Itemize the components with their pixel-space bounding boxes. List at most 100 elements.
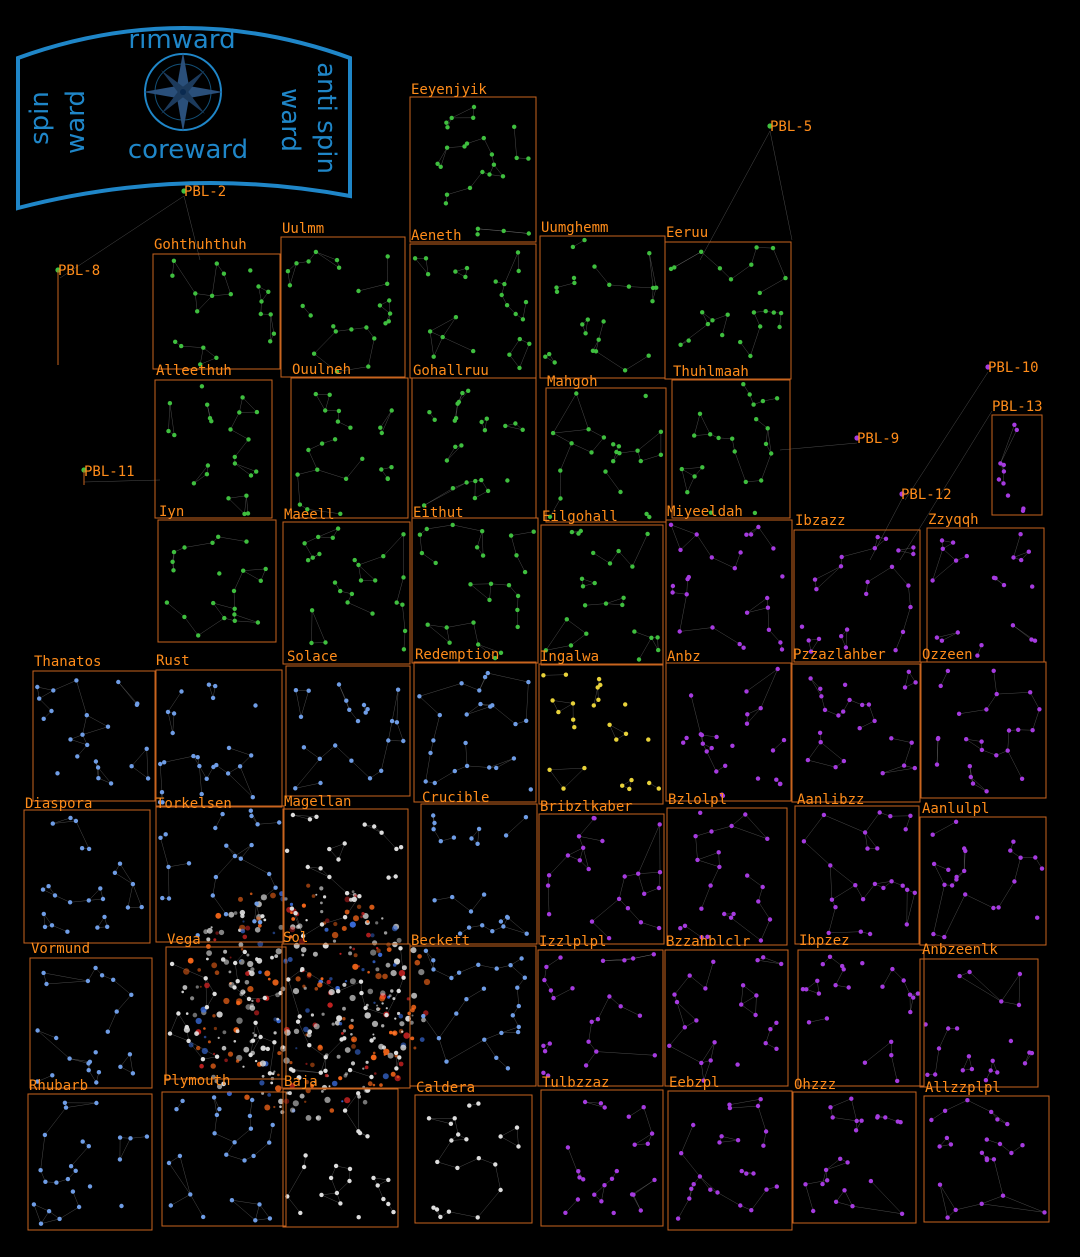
star-system[interactable] [963, 848, 968, 854]
star-system[interactable] [73, 818, 79, 824]
star-system[interactable] [250, 795, 255, 800]
star-system[interactable] [1032, 638, 1038, 643]
star-system[interactable] [489, 152, 495, 157]
star-system[interactable] [744, 1171, 749, 1176]
star-system[interactable] [358, 578, 364, 583]
star-system[interactable] [377, 303, 383, 308]
star-system[interactable] [528, 787, 533, 792]
star-system[interactable] [468, 582, 473, 587]
star-system[interactable] [929, 1117, 934, 1123]
star-system[interactable] [459, 681, 464, 686]
star-system[interactable] [630, 564, 635, 569]
star-system[interactable] [745, 712, 750, 717]
star-system[interactable] [468, 909, 474, 914]
star-system[interactable] [778, 781, 783, 786]
star-system[interactable] [195, 933, 200, 938]
star-system[interactable] [672, 265, 677, 270]
star-system[interactable] [498, 650, 504, 655]
star-system[interactable] [589, 450, 594, 455]
star-system[interactable] [833, 765, 838, 770]
star-system[interactable] [591, 815, 596, 821]
star-system[interactable] [272, 1040, 277, 1045]
star-system[interactable] [209, 293, 215, 298]
star-system[interactable] [197, 763, 202, 769]
star-system[interactable] [423, 948, 429, 953]
star-system[interactable] [1012, 879, 1017, 884]
star-system[interactable] [516, 1144, 521, 1149]
star-system[interactable] [424, 526, 429, 532]
star-system[interactable] [765, 836, 770, 841]
star-system[interactable] [622, 874, 627, 879]
star-system[interactable] [550, 698, 555, 703]
star-system[interactable] [767, 917, 773, 922]
star-system[interactable] [563, 1210, 568, 1216]
star-system[interactable] [463, 740, 468, 746]
star-system[interactable] [460, 390, 465, 396]
star-system[interactable] [65, 929, 70, 934]
star-system[interactable] [224, 843, 229, 848]
star-system[interactable] [158, 761, 163, 767]
star-system[interactable] [547, 1041, 552, 1046]
star-system[interactable] [494, 966, 499, 971]
star-system[interactable] [931, 861, 937, 867]
star-system[interactable] [170, 273, 175, 278]
star-system[interactable] [880, 771, 885, 776]
star-system[interactable] [705, 934, 710, 939]
star-system[interactable] [435, 161, 440, 166]
star-system[interactable] [311, 351, 317, 356]
star-system[interactable] [384, 1012, 389, 1018]
star-system[interactable] [582, 603, 588, 608]
star-system[interactable] [827, 954, 833, 959]
star-system[interactable] [493, 279, 498, 284]
star-system[interactable] [904, 922, 909, 927]
star-system[interactable] [507, 352, 512, 357]
star-system[interactable] [646, 737, 651, 742]
star-system[interactable] [44, 981, 49, 987]
star-system[interactable] [1018, 532, 1023, 537]
star-system[interactable] [569, 441, 574, 446]
star-system[interactable] [821, 812, 827, 818]
star-system[interactable] [134, 702, 140, 707]
star-system[interactable] [451, 835, 457, 840]
star-system[interactable] [877, 810, 882, 815]
star-system[interactable] [250, 1038, 256, 1043]
star-system[interactable] [492, 655, 498, 661]
star-system[interactable] [646, 353, 651, 358]
star-system[interactable] [65, 1176, 71, 1182]
star-system[interactable] [572, 280, 577, 286]
star-system[interactable] [277, 820, 282, 825]
star-system[interactable] [214, 1054, 220, 1059]
star-system[interactable] [652, 1053, 657, 1058]
star-system[interactable] [333, 743, 338, 748]
star-system[interactable] [969, 1066, 975, 1072]
star-system[interactable] [315, 467, 320, 472]
star-system[interactable] [890, 966, 895, 972]
star-system[interactable] [444, 192, 450, 197]
star-system[interactable] [1016, 727, 1021, 732]
star-system[interactable] [245, 511, 251, 516]
star-system[interactable] [836, 713, 841, 718]
star-system[interactable] [501, 228, 506, 234]
star-system[interactable] [769, 451, 774, 456]
star-system[interactable] [440, 334, 445, 340]
star-system[interactable] [954, 1026, 960, 1031]
star-system[interactable] [55, 771, 60, 776]
star-system[interactable] [515, 250, 521, 255]
star-system[interactable] [206, 682, 212, 687]
star-system[interactable] [685, 490, 690, 495]
star-system[interactable] [477, 688, 482, 693]
star-system[interactable] [86, 1144, 92, 1149]
star-system[interactable] [438, 839, 443, 844]
star-system[interactable] [829, 897, 835, 902]
star-system[interactable] [670, 590, 675, 595]
star-system[interactable] [306, 447, 311, 453]
star-system[interactable] [255, 620, 261, 625]
star-system[interactable] [781, 737, 787, 743]
star-system[interactable] [270, 1122, 275, 1128]
star-system[interactable] [344, 698, 349, 703]
star-system[interactable] [253, 1020, 258, 1025]
star-system[interactable] [1005, 1121, 1010, 1127]
star-system[interactable] [716, 850, 721, 855]
star-system[interactable] [828, 1105, 833, 1110]
